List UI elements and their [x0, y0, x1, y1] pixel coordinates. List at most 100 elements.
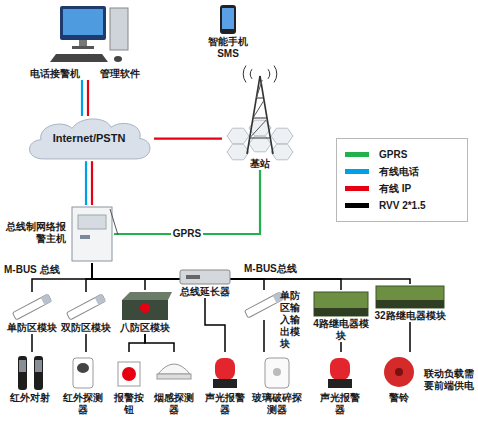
node-label: Internet/PSTN [34, 132, 144, 145]
glass-node: 玻璃破碎探测器 [252, 352, 302, 416]
bus-label: M-BUS 总线 [4, 264, 68, 276]
connector [154, 137, 222, 139]
screen [63, 9, 103, 35]
extender-slot [186, 275, 200, 279]
legend-box: GPRS有线电话有线 IPRVV 2*1.5 [336, 138, 468, 222]
pir-node: 红外探测器 [62, 352, 104, 416]
connector [205, 298, 225, 352]
node-label: 八防区模块 [116, 322, 174, 334]
legend-row: 有线 IP [345, 180, 459, 197]
node-label: 红外探测器 [62, 392, 104, 416]
bell-outline [378, 352, 420, 392]
node-label: 声光报警器 [204, 392, 246, 416]
hex-cell [249, 136, 271, 152]
strip-outline [250, 290, 278, 320]
button-body [118, 362, 140, 386]
bell-dome [384, 357, 414, 387]
keyboard [50, 54, 108, 62]
radio-wave [274, 66, 277, 83]
box8-outline [116, 290, 174, 322]
strip-icon [66, 294, 105, 320]
strip-node: 单防区模块 [6, 292, 58, 334]
node-label: 声光报警器 [318, 392, 362, 416]
node-text-wrap: 红外探测器 [62, 392, 104, 416]
button-red [122, 367, 136, 381]
pir-body [73, 358, 93, 388]
node-label: 总线制网络报警主机 [4, 221, 66, 245]
node-text-wrap: 总线制网络报警主机 [4, 221, 66, 245]
phone-icon [220, 5, 236, 34]
node-text-wrap: 玻璃破碎探测器 [252, 392, 302, 416]
legend-swatch [345, 169, 369, 174]
node-text-wrap: 双防区模块 [60, 322, 112, 334]
phone-screen [222, 8, 234, 29]
pc-node: 电话接警机管理软件 [30, 4, 140, 80]
node-label: 管理软件 [100, 68, 140, 80]
strobe-lamp [330, 358, 350, 380]
relay-node: 4路继电器模块 [312, 290, 370, 342]
module-strip [66, 294, 105, 320]
node-text-wrap: 32路继电器模块 [374, 310, 446, 322]
node-text-wrap: 基站 [222, 158, 298, 170]
strobe-node: 声光报警器 [318, 352, 362, 416]
tower-icon [227, 66, 293, 160]
host-led [80, 235, 90, 239]
tower-brace [256, 80, 262, 98]
tower-brace [253, 100, 264, 118]
bell-center [395, 368, 403, 376]
connector [92, 263, 410, 284]
node-label: 警铃 [378, 392, 420, 404]
node-label: 报警按钮 [110, 392, 148, 416]
strobe-outline [204, 352, 246, 392]
node-label: 总线延长器 [176, 286, 234, 298]
tower-bar [256, 98, 263, 99]
strip-icon [12, 294, 51, 320]
strobe-base [328, 379, 352, 388]
hex-cell [271, 128, 293, 144]
connector [340, 342, 342, 352]
button-node: 报警按钮 [110, 352, 148, 416]
mouse [114, 56, 122, 62]
hex-cell [271, 144, 293, 160]
strobe-outline [318, 352, 362, 392]
node-text-wrap: 声光报警器 [204, 392, 246, 416]
legend-row: RVV 2*1.5 [345, 197, 459, 214]
connector [129, 334, 145, 352]
antenna [110, 209, 118, 235]
hex-cell [227, 144, 249, 160]
node-text-wrap: 八防区模块 [116, 322, 174, 334]
phone-outline [200, 4, 256, 36]
connector [145, 334, 174, 352]
extender-body [180, 270, 230, 284]
stand [79, 40, 87, 46]
strobe-lamp [215, 358, 235, 380]
node-text-wrap: 总线延长器 [176, 286, 234, 298]
glass-body [265, 358, 289, 388]
box-top [122, 292, 172, 300]
glass-icon [265, 358, 289, 388]
stand-base [72, 46, 94, 49]
host-outline [70, 205, 114, 263]
node-label: 双防区模块 [60, 322, 112, 334]
relay-icon [376, 286, 444, 308]
node-text-wrap: Internet/PSTN [24, 116, 154, 161]
hex-cell [227, 128, 249, 144]
tower-outline [222, 64, 298, 158]
relay-front [376, 300, 444, 308]
strip-end [95, 294, 106, 305]
beam-outline [6, 352, 54, 392]
node-label: 单防区模块 [6, 322, 58, 334]
strip-node: 双防区模块 [60, 292, 112, 334]
cloud-shape [30, 119, 150, 159]
phone-node: 智能手机SMS [200, 4, 256, 60]
module-strip [12, 294, 51, 320]
connector [85, 161, 87, 205]
relay-node: 32路继电器模块 [374, 284, 446, 322]
strip-body [244, 292, 283, 318]
glass-outline [252, 352, 302, 392]
ext-node: 总线延长器 [176, 268, 234, 298]
strip-icon [244, 292, 283, 318]
connector [92, 263, 176, 279]
relay-outline [374, 284, 446, 310]
smoke-outline [152, 352, 196, 392]
